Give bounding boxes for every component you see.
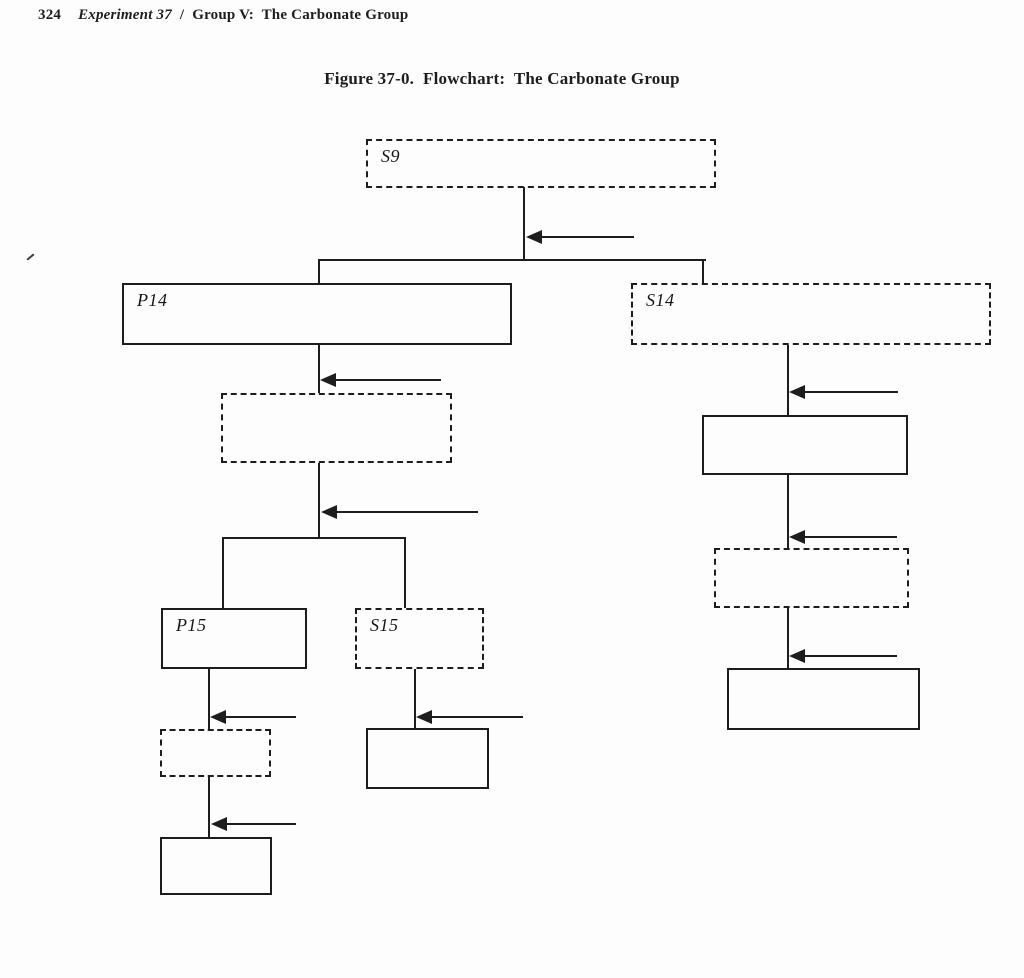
reagent-arrow-into-leftmid (320, 373, 441, 387)
node-left-mid-label (223, 395, 450, 400)
node-left-lower (160, 729, 271, 777)
arrowhead-icon (789, 649, 805, 663)
connector-split-top (318, 259, 706, 261)
reagent-arrow-into-s9-stem (526, 230, 634, 244)
arrowhead-icon (211, 817, 227, 831)
node-p15: P15 (161, 608, 307, 669)
node-s9: S9 (366, 139, 716, 188)
reagent-arrow-into-leftlower (210, 710, 296, 724)
connector-p14-down (318, 345, 320, 393)
node-right-3-label (729, 670, 918, 675)
figure-caption: Figure 37-0. Flowchart: The Carbonate Gr… (324, 69, 680, 88)
node-under-s15-label (368, 730, 487, 735)
reagent-arrow-into-right1 (789, 385, 898, 399)
node-s15: S15 (355, 608, 484, 669)
reagent-arrow-into-right3 (789, 649, 897, 663)
reagent-arrow-before-split (321, 505, 478, 519)
reagent-arrow-into-right2 (789, 530, 897, 544)
connector-s14-down (787, 345, 789, 415)
arrowhead-icon (789, 530, 805, 544)
arrowhead-icon (789, 385, 805, 399)
connector-split-left (222, 537, 406, 539)
connector-s15-down (414, 669, 416, 728)
node-s14-label: S14 (646, 290, 675, 310)
node-right-1 (702, 415, 908, 475)
page-number: 324 (38, 7, 62, 23)
stray-scan-mark (26, 253, 35, 261)
node-s14: S14 (631, 283, 991, 345)
connector-into-p15 (222, 537, 224, 608)
node-right-1-label (704, 417, 906, 422)
connector-into-s14 (702, 259, 704, 284)
node-right-3 (727, 668, 920, 730)
connector-leftlower-down (208, 777, 210, 837)
arrowhead-icon (210, 710, 226, 724)
connector-leftmid-down (318, 463, 320, 539)
node-right-2 (714, 548, 909, 608)
experiment-label: Experiment 37 (78, 7, 172, 23)
arrowhead-icon (526, 230, 542, 244)
arrowhead-icon (320, 373, 336, 387)
node-left-mid (221, 393, 452, 463)
arrowhead-icon (321, 505, 337, 519)
node-under-s15 (366, 728, 489, 789)
header-separator: / (179, 7, 185, 23)
group-title: Group V: The Carbonate Group (192, 7, 409, 23)
reagent-arrow-into-leftbottom (211, 817, 296, 831)
node-p14-label: P14 (137, 290, 168, 310)
connector-right2-down (787, 608, 789, 668)
connector-into-p14 (318, 259, 320, 284)
node-s15-label: S15 (370, 615, 399, 635)
connector-s9-stem (523, 187, 525, 261)
connector-p15-down (208, 669, 210, 729)
node-right-2-label (716, 550, 907, 555)
node-p14: P14 (122, 283, 512, 345)
reagent-arrow-into-under-s15 (416, 710, 523, 724)
arrowhead-icon (416, 710, 432, 724)
node-left-bottom-label (162, 839, 270, 844)
node-left-bottom (160, 837, 272, 895)
connector-into-s15 (404, 537, 406, 608)
connector-right1-down (787, 475, 789, 548)
node-s9-label: S9 (381, 146, 400, 166)
node-p15-label: P15 (176, 615, 207, 635)
node-left-lower-label (162, 731, 269, 736)
running-head: 324 Experiment 37 / Group V: The Carbona… (38, 6, 408, 24)
